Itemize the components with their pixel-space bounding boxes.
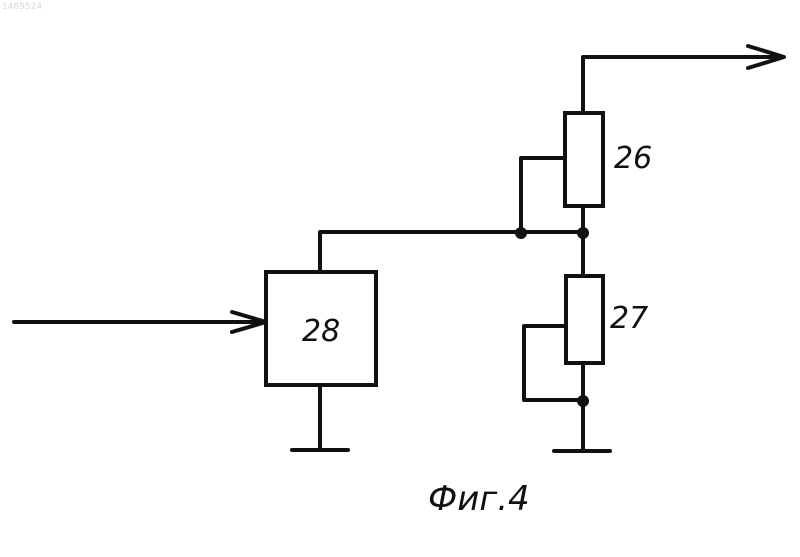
block-output-wire [320,232,583,272]
junction-dot-left [515,227,527,239]
resistor-26-label: 26 [614,141,652,176]
resistor-26 [565,113,603,206]
junction-dot-bottom [577,395,589,407]
document-id: 1469524 [2,2,42,12]
resistor-27 [566,276,603,363]
junction-dot-right [577,227,589,239]
block-28-label: 28 [302,314,340,349]
resistor-26-wiper [521,158,565,232]
figure-caption: Фиг.4 [428,479,530,519]
resistor-27-label-text: 27 [610,301,648,336]
